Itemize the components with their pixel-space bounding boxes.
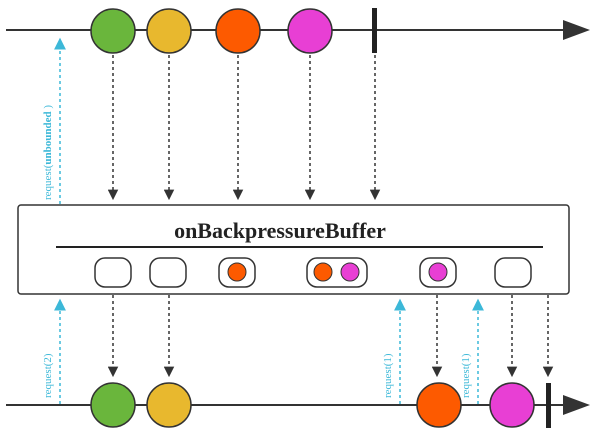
downstream-timeline [6,382,590,428]
operator-box: onBackpressureBuffer [17,204,570,295]
upstream-marble-magenta [287,8,333,54]
downstream-marble-orange [416,382,462,428]
upstream-to-operator-arrows [107,55,381,201]
upstream-marble-green [90,8,136,54]
buffer-state-empty-1 [94,257,132,288]
downstream-request-label-2: request(1) [382,353,394,398]
upstream-marble-yellow [146,8,192,54]
downstream-requests: request(2) request(1) request(1) [42,298,484,404]
upstream-marble-orange [215,8,261,54]
upstream-request-label: request(unbounded ) [42,105,54,200]
buffered-marble-magenta [340,262,360,282]
upstream-completion-marker [372,8,377,53]
buffered-marble-orange [227,262,247,282]
upstream-timeline [6,8,590,54]
buffer-state-empty-3 [494,257,532,288]
operator-to-downstream-arrows [107,295,554,378]
downstream-marble-yellow [146,382,192,428]
downstream-completion-marker [546,383,551,428]
downstream-request-label-3: request(1) [460,353,472,398]
downstream-marble-magenta [489,382,535,428]
operator-title: onBackpressureBuffer [174,218,386,243]
buffer-state-empty-2 [149,257,187,288]
buffered-marble-orange-2 [313,262,333,282]
buffered-marble-magenta-2 [428,262,448,282]
upstream-request: request(unbounded ) [42,37,66,204]
downstream-request-label-1: request(2) [42,353,54,398]
downstream-timeline-arrowhead [563,395,590,415]
downstream-marble-green [90,382,136,428]
upstream-timeline-arrowhead [563,20,590,40]
